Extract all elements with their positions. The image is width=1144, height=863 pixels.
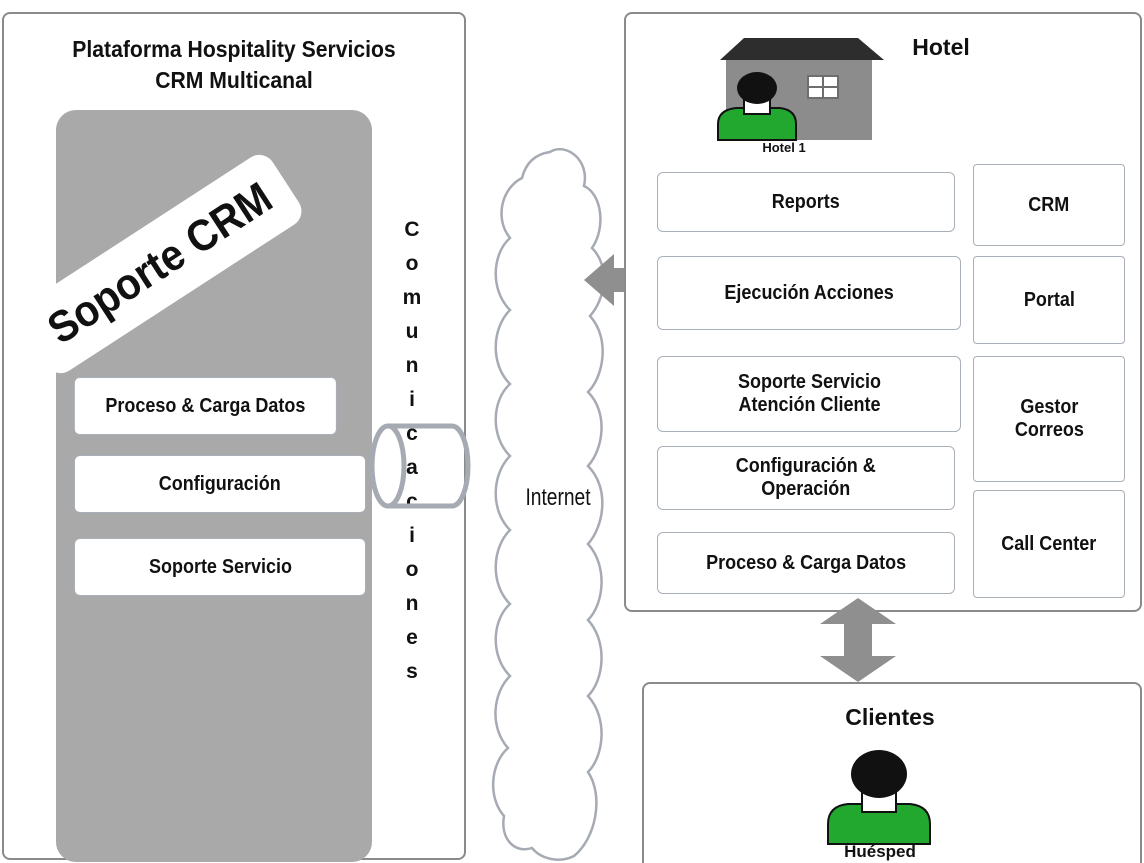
hotel-function-ejecucion-acciones: Ejecución Acciones: [657, 256, 961, 330]
communications-letter: a: [406, 456, 418, 479]
communications-letter: c: [406, 422, 418, 445]
communications-label: C o m u n i c a c i o n e s: [400, 218, 424, 718]
platform-title-line2: CRM Multicanal: [155, 67, 313, 93]
communications-letter: s: [406, 660, 418, 683]
guest-caption: Huésped: [844, 842, 916, 861]
communications-letter: i: [409, 388, 415, 411]
communications-letter: u: [405, 320, 419, 343]
hotel-function-label: Proceso & Carga Datos: [705, 551, 907, 574]
communications-letter: C: [404, 218, 420, 241]
internet-label: Internet: [525, 484, 591, 511]
hotel-function-label: Atención Cliente: [737, 394, 881, 416]
hotel-channel-label: Gestor: [1019, 396, 1078, 418]
hotel-function-proceso-carga-datos: Proceso & Carga Datos: [657, 532, 955, 594]
hotel-channel-label: Correos: [1014, 419, 1084, 441]
hotel-title: Hotel: [912, 34, 970, 60]
hotel-channel-portal: Portal: [973, 256, 1125, 344]
platform-module-label: Proceso & Carga Datos: [105, 394, 306, 417]
hotel-function-label: Configuración &: [735, 455, 876, 477]
hotel-building-icon: [717, 38, 884, 141]
guest-person-icon: [827, 750, 931, 845]
platform-module-label: Soporte Servicio: [148, 555, 292, 578]
platform-title-line1: Plataforma Hospitality Servicios: [72, 36, 396, 62]
hotel-function-reports: Reports: [657, 172, 955, 232]
platform-module-soporte-servicio: Soporte Servicio: [74, 538, 366, 596]
platform-module-label: Configuración: [158, 472, 281, 495]
arrow-left-icon: [584, 254, 656, 306]
platform-module-proceso-carga-datos: Proceso & Carga Datos: [74, 377, 337, 435]
communications-letter: m: [402, 286, 422, 309]
clients-title: Clientes: [845, 704, 935, 730]
communications-connector-icon: [369, 423, 471, 509]
hotel-channel-label: Call Center: [1001, 532, 1097, 555]
hotel-function-configuracion-operacion: Configuración & Operación: [657, 446, 955, 510]
communications-letter: o: [405, 252, 419, 275]
platform-module-configuracion: Configuración: [74, 455, 366, 513]
hotel-icon-caption: Hotel 1: [762, 140, 806, 155]
hotel-channel-label: Portal: [1023, 288, 1075, 311]
hotel-function-label: Ejecución Acciones: [724, 281, 894, 304]
communications-letter: n: [405, 354, 419, 377]
communications-letter: o: [405, 558, 419, 581]
arrow-up-down-icon: [820, 598, 896, 682]
hotel-channel-call-center: Call Center: [973, 490, 1125, 598]
communications-letter: n: [405, 592, 419, 615]
hotel-channel-crm: CRM: [973, 164, 1125, 246]
communications-letter: e: [406, 626, 418, 649]
hotel-function-soporte-servicio: Soporte Servicio Atención Cliente: [657, 356, 961, 432]
communications-letter: i: [409, 524, 415, 547]
hotel-function-label: Operación: [761, 478, 851, 500]
communications-letter: c: [406, 490, 418, 513]
hotel-function-label: Soporte Servicio: [737, 371, 881, 393]
hotel-function-label: Reports: [771, 190, 841, 213]
hotel-channel-gestor-correos: Gestor Correos: [973, 356, 1125, 482]
hotel-channel-label: CRM: [1028, 193, 1070, 216]
platform-title: Plataforma Hospitality Servicios CRM Mul…: [21, 34, 448, 96]
internet-cloud-icon: [492, 148, 605, 861]
